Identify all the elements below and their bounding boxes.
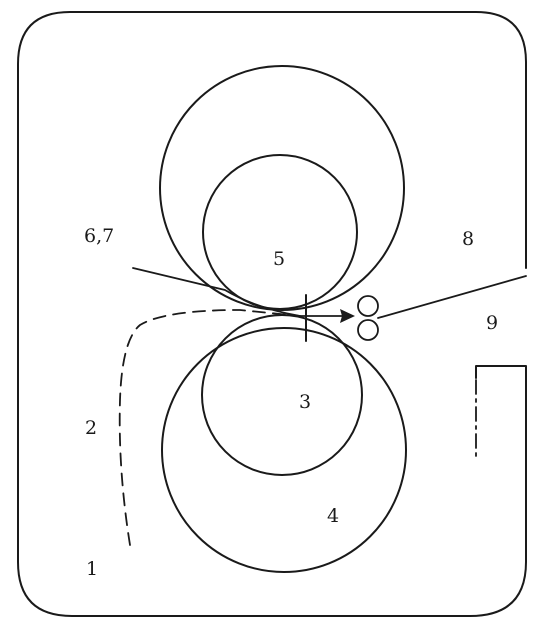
- label-9: 9: [486, 312, 498, 334]
- label-1: 1: [86, 558, 98, 580]
- label-8: 8: [462, 228, 474, 250]
- label-5: 5: [273, 248, 285, 270]
- guide-roller-top: [357, 295, 379, 317]
- label-4: 4: [327, 505, 339, 527]
- dashed-path: [118, 309, 301, 546]
- label-2: 2: [85, 417, 97, 439]
- upper-large-roll: [159, 65, 405, 311]
- label-3: 3: [299, 391, 311, 413]
- enclosure-outline: [17, 11, 527, 617]
- upper-small-roll: [202, 154, 358, 310]
- lower-small-roll: [201, 314, 363, 476]
- feed-line: [132, 267, 301, 317]
- label-6-7: 6,7: [84, 225, 114, 247]
- lower-large-roll: [161, 327, 407, 573]
- guide-roller-bottom: [357, 319, 379, 341]
- output-arrowhead: [340, 309, 355, 323]
- outlet-line: [377, 275, 527, 319]
